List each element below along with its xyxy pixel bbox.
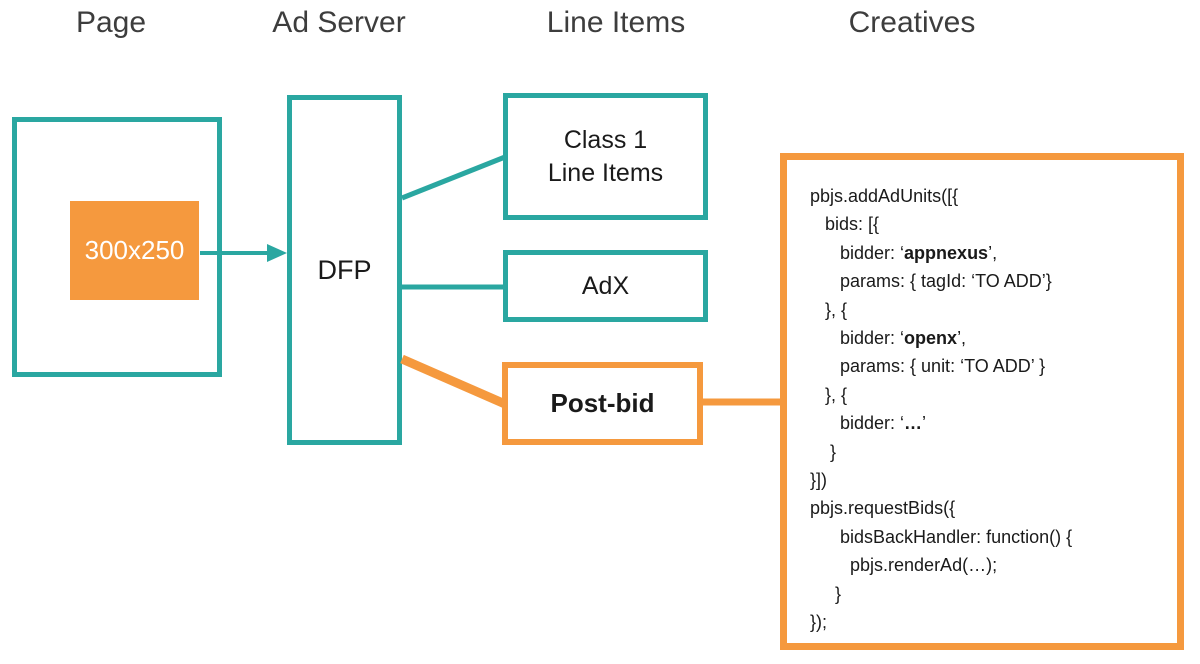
code-line: params: { unit: ‘TO ADD’ }: [810, 356, 1046, 377]
column-header-page: Page: [75, 6, 147, 39]
code-line: bidder: ‘openx’,: [810, 328, 967, 349]
column-header-creatives: Creatives: [848, 6, 976, 39]
column-header-ad-server: Ad Server: [272, 6, 406, 39]
code-line: bids: [{: [810, 214, 880, 235]
column-header-line-items: Line Items: [546, 6, 686, 39]
code-line: bidsBackHandler: function() {: [810, 526, 1073, 547]
code-line: }, {: [810, 384, 848, 405]
code-line: }]): [810, 470, 828, 491]
code-line: bidder: ‘appnexus’,: [810, 242, 998, 263]
code-line: params: { tagId: ‘TO ADD’}: [810, 271, 1052, 292]
code-line: pbjs.requestBids({: [810, 498, 956, 519]
connector-dfp-to-class1: [401, 154, 506, 201]
code-line: pbjs.renderAd(…);: [810, 555, 998, 576]
code-line: }, {: [810, 299, 848, 320]
class1-line-items-box: Class 1 Line Items: [503, 93, 708, 220]
code-line: }: [810, 583, 842, 604]
postbid-box: Post-bid: [502, 362, 703, 445]
code-line: pbjs.addAdUnits([{: [810, 186, 959, 206]
creatives-code-box: pbjs.addAdUnits([{ bids: [{ bidder: ‘app…: [780, 153, 1184, 650]
code-line: }: [810, 441, 837, 462]
adx-box: AdX: [503, 250, 708, 322]
dfp-box: DFP: [287, 95, 402, 445]
code-line: bidder: ‘…’: [810, 413, 927, 434]
ad-slot-300x250: 300x250: [70, 201, 199, 300]
connector-dfp-to-postbid: [400, 354, 507, 409]
code-line: });: [810, 612, 828, 633]
